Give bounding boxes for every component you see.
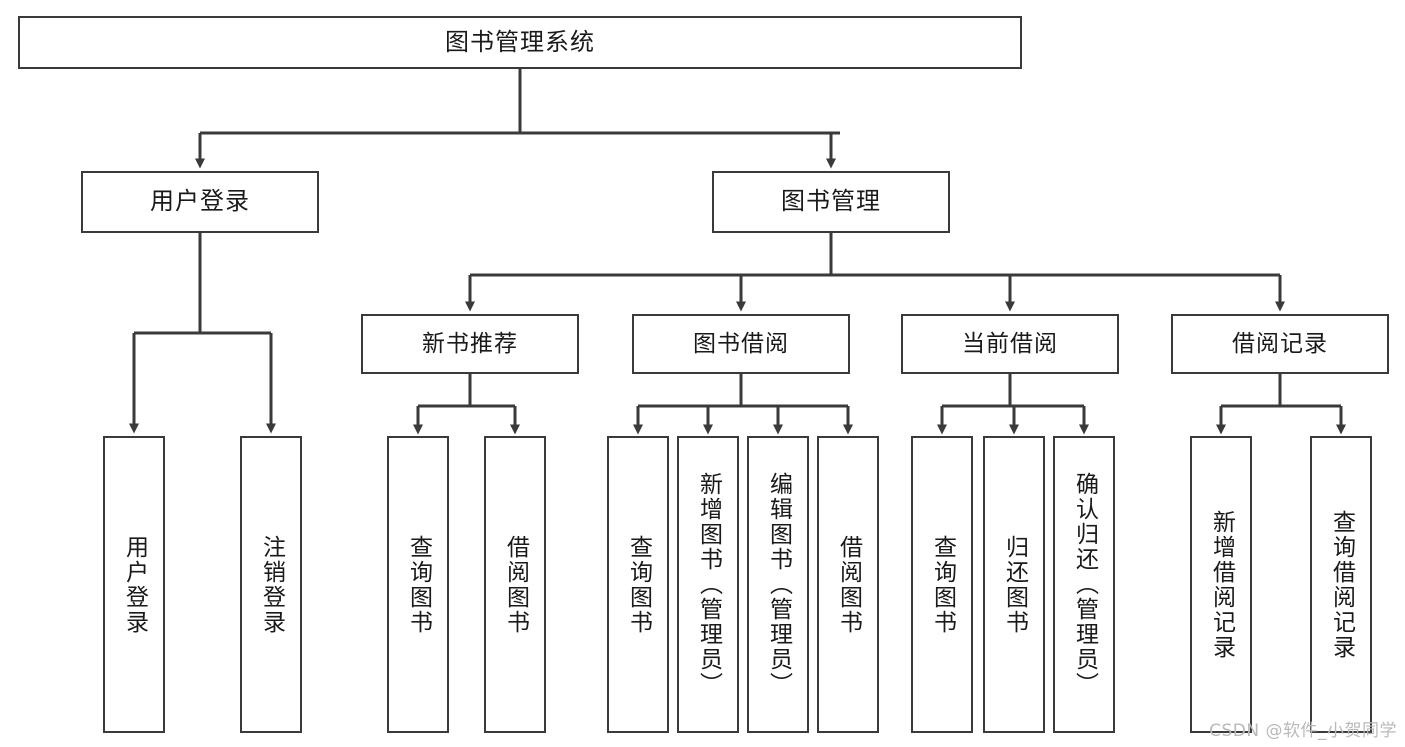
node-label: 新增图书（管理员）	[695, 472, 722, 697]
node-leaf-11[interactable]: 新增借阅记录	[1190, 436, 1252, 733]
node-label: 归还图书	[1001, 534, 1028, 635]
node-leaf-9[interactable]: 归还图书	[983, 436, 1045, 733]
node-label: 图书管理系统	[445, 27, 595, 56]
node-level3-3[interactable]: 借阅记录	[1171, 314, 1389, 374]
node-leaf-6[interactable]: 编辑图书（管理员）	[747, 436, 809, 733]
node-label: 用户登录	[121, 534, 148, 635]
node-level3-2[interactable]: 当前借阅	[901, 314, 1119, 374]
node-label: 新增借阅记录	[1208, 509, 1235, 660]
node-level3-1[interactable]: 图书借阅	[632, 314, 850, 374]
node-label: 图书借阅	[693, 330, 789, 357]
node-leaf-2[interactable]: 查询图书	[387, 436, 449, 733]
node-label: 借阅图书	[835, 534, 862, 635]
node-leaf-7[interactable]: 借阅图书	[817, 436, 879, 733]
node-leaf-12[interactable]: 查询借阅记录	[1310, 436, 1372, 733]
node-label: 当前借阅	[962, 330, 1058, 357]
node-level2-1[interactable]: 图书管理	[712, 171, 950, 233]
node-label: 查询图书	[929, 534, 956, 635]
node-level2-0[interactable]: 用户登录	[81, 171, 319, 233]
node-label: 查询借阅记录	[1328, 509, 1355, 660]
node-label: 查询图书	[625, 534, 652, 635]
node-root[interactable]: 图书管理系统	[18, 16, 1022, 69]
node-label: 查询图书	[405, 534, 432, 635]
node-label: 借阅图书	[502, 534, 529, 635]
node-label: 新书推荐	[422, 330, 518, 357]
node-label: 确认归还（管理员）	[1071, 472, 1098, 697]
node-label: 借阅记录	[1232, 330, 1328, 357]
node-label: 图书管理	[781, 187, 881, 216]
node-leaf-3[interactable]: 借阅图书	[484, 436, 546, 733]
node-label: 注销登录	[258, 534, 285, 635]
node-leaf-8[interactable]: 查询图书	[911, 436, 973, 733]
node-label: 编辑图书（管理员）	[765, 472, 792, 697]
node-leaf-4[interactable]: 查询图书	[607, 436, 669, 733]
node-leaf-1[interactable]: 注销登录	[240, 436, 302, 733]
watermark: CSDN @软件_小贺同学	[1209, 721, 1397, 741]
node-label: 用户登录	[150, 187, 250, 216]
node-level3-0[interactable]: 新书推荐	[361, 314, 579, 374]
node-leaf-5[interactable]: 新增图书（管理员）	[677, 436, 739, 733]
node-leaf-0[interactable]: 用户登录	[103, 436, 165, 733]
node-leaf-10[interactable]: 确认归还（管理员）	[1053, 436, 1115, 733]
